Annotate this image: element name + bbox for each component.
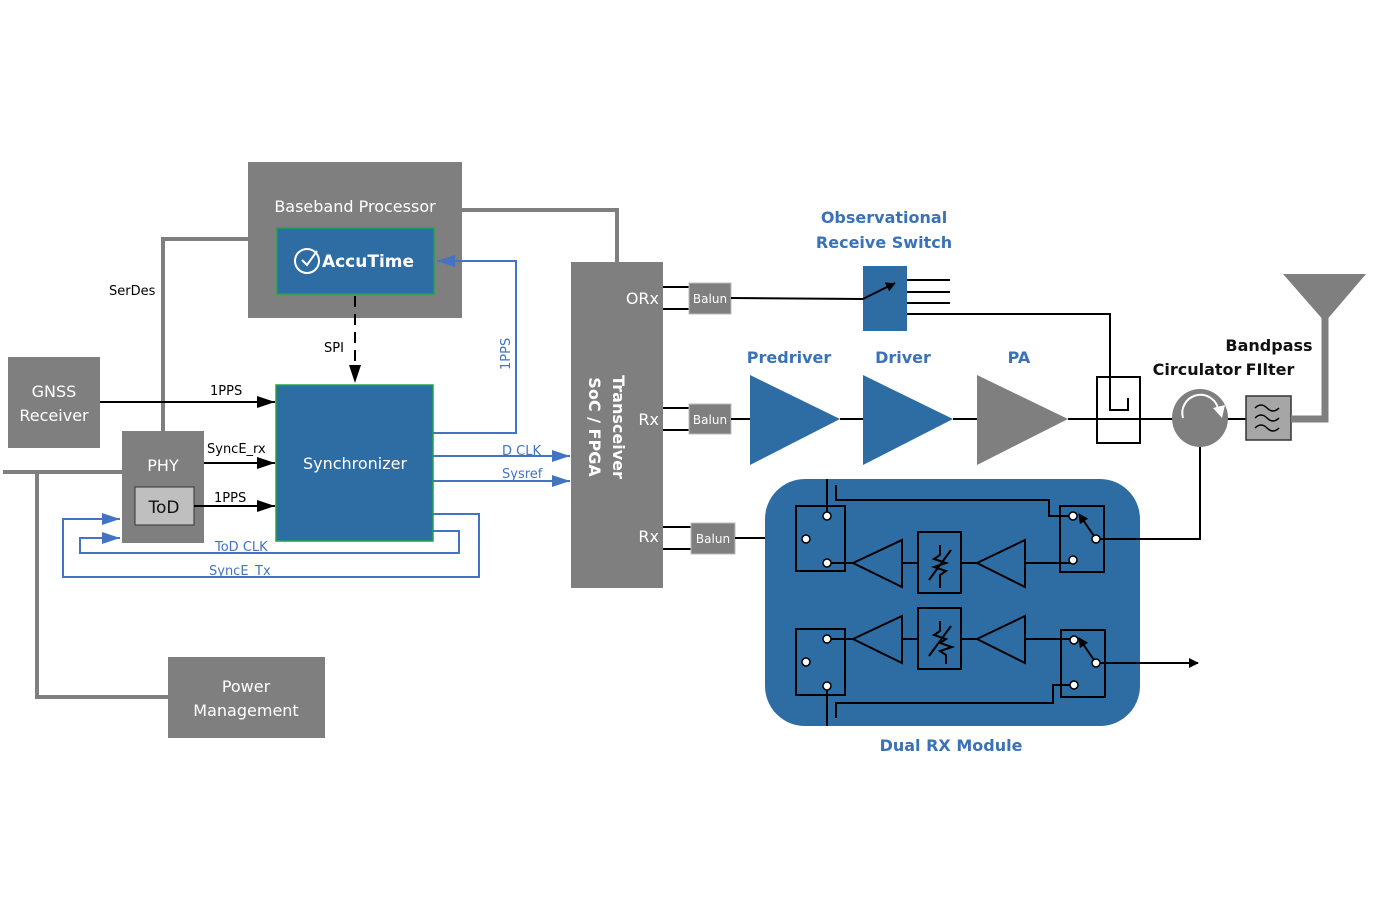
amplifier-icon xyxy=(850,538,903,589)
transceiver-block xyxy=(571,262,663,588)
port-rx-2: Rx xyxy=(638,527,659,546)
circulator-icon xyxy=(1172,389,1228,447)
predriver-label: Predriver xyxy=(747,348,832,367)
baseband-label: Baseband Processor xyxy=(274,197,436,216)
filter-icon xyxy=(1245,395,1292,441)
synchronizer-label: Synchronizer xyxy=(303,454,408,473)
synce-rx-label: SyncE_rx xyxy=(207,442,266,457)
synce-tx-label: SyncE_Tx xyxy=(209,564,271,579)
accutime-block xyxy=(276,227,435,295)
dual-rx-label: Dual RX Module xyxy=(880,736,1023,755)
driver-label: Driver xyxy=(875,348,931,367)
dclk-label: D CLK xyxy=(502,444,541,459)
phy-label: PHY xyxy=(147,456,179,475)
gray-bus-lines xyxy=(3,208,619,699)
attenuator-icon xyxy=(917,607,962,670)
gnss-receiver-block xyxy=(8,357,100,448)
clock-check-icon xyxy=(294,248,320,274)
pa-amplifier-icon xyxy=(977,375,1068,465)
svg-text:Balun: Balun xyxy=(693,292,727,306)
gnss-label-1: GNSS xyxy=(32,382,77,401)
blue-signal-lines xyxy=(62,255,570,578)
spi-label: SPI xyxy=(324,341,344,356)
gnss-1pps-label: 1PPS xyxy=(210,384,242,399)
tod-clk-label: ToD CLK xyxy=(214,540,268,555)
bandpass-label-2: FIlter xyxy=(1246,360,1295,379)
port-rx-1: Rx xyxy=(638,410,659,429)
pa-label: PA xyxy=(1008,348,1031,367)
balun-orx: Balun xyxy=(688,282,732,315)
obs-switch-label-1: Observational xyxy=(821,208,947,227)
obs-switch-label-2: Receive Switch xyxy=(816,233,952,252)
synchronizer-block xyxy=(275,384,434,542)
transceiver-label-2: SoC / FPGA xyxy=(585,377,604,477)
amplifier-icon xyxy=(974,538,1026,589)
amplifier-icon xyxy=(850,614,903,665)
baseband-processor-block: Baseband Processor AccuTime xyxy=(248,162,462,318)
power-label-1: Power xyxy=(222,677,271,696)
attenuator-icon xyxy=(917,531,962,594)
bandpass-label-1: Bandpass xyxy=(1225,336,1312,355)
accutime-1pps-label: 1PPS xyxy=(499,338,514,370)
driver-amplifier-icon xyxy=(863,375,953,465)
power-label-2: Management xyxy=(193,701,298,720)
switch-icon xyxy=(862,266,907,331)
accutime-label: AccuTime xyxy=(322,252,414,272)
balun-rx-2: Balun xyxy=(690,522,736,555)
amplifier-icon xyxy=(974,614,1026,665)
transceiver-label-1: Transceiver xyxy=(609,375,628,479)
black-signal-lines xyxy=(100,286,691,550)
serdes-label: SerDes xyxy=(109,284,156,299)
dual-rx-module xyxy=(765,479,1200,726)
port-orx: ORx xyxy=(626,289,659,308)
predriver-amplifier-icon xyxy=(750,375,840,465)
svg-text:Balun: Balun xyxy=(693,413,727,427)
synce-tx-arrow xyxy=(62,513,480,578)
svg-text:Balun: Balun xyxy=(696,532,730,546)
tod-1pps-label: 1PPS xyxy=(214,491,246,506)
balun-rx-1: Balun xyxy=(688,403,732,435)
sysref-label: Sysref xyxy=(502,467,543,482)
tod-label: ToD xyxy=(148,498,180,518)
coupler-icon xyxy=(1096,376,1141,444)
antenna-icon xyxy=(1283,274,1366,423)
circulator-label: Circulator xyxy=(1153,360,1242,379)
tod-clk-arrow xyxy=(79,530,460,554)
power-management-block xyxy=(168,657,325,738)
gnss-label-2: Receiver xyxy=(19,406,89,425)
accutime-1pps-arrow xyxy=(433,255,517,434)
